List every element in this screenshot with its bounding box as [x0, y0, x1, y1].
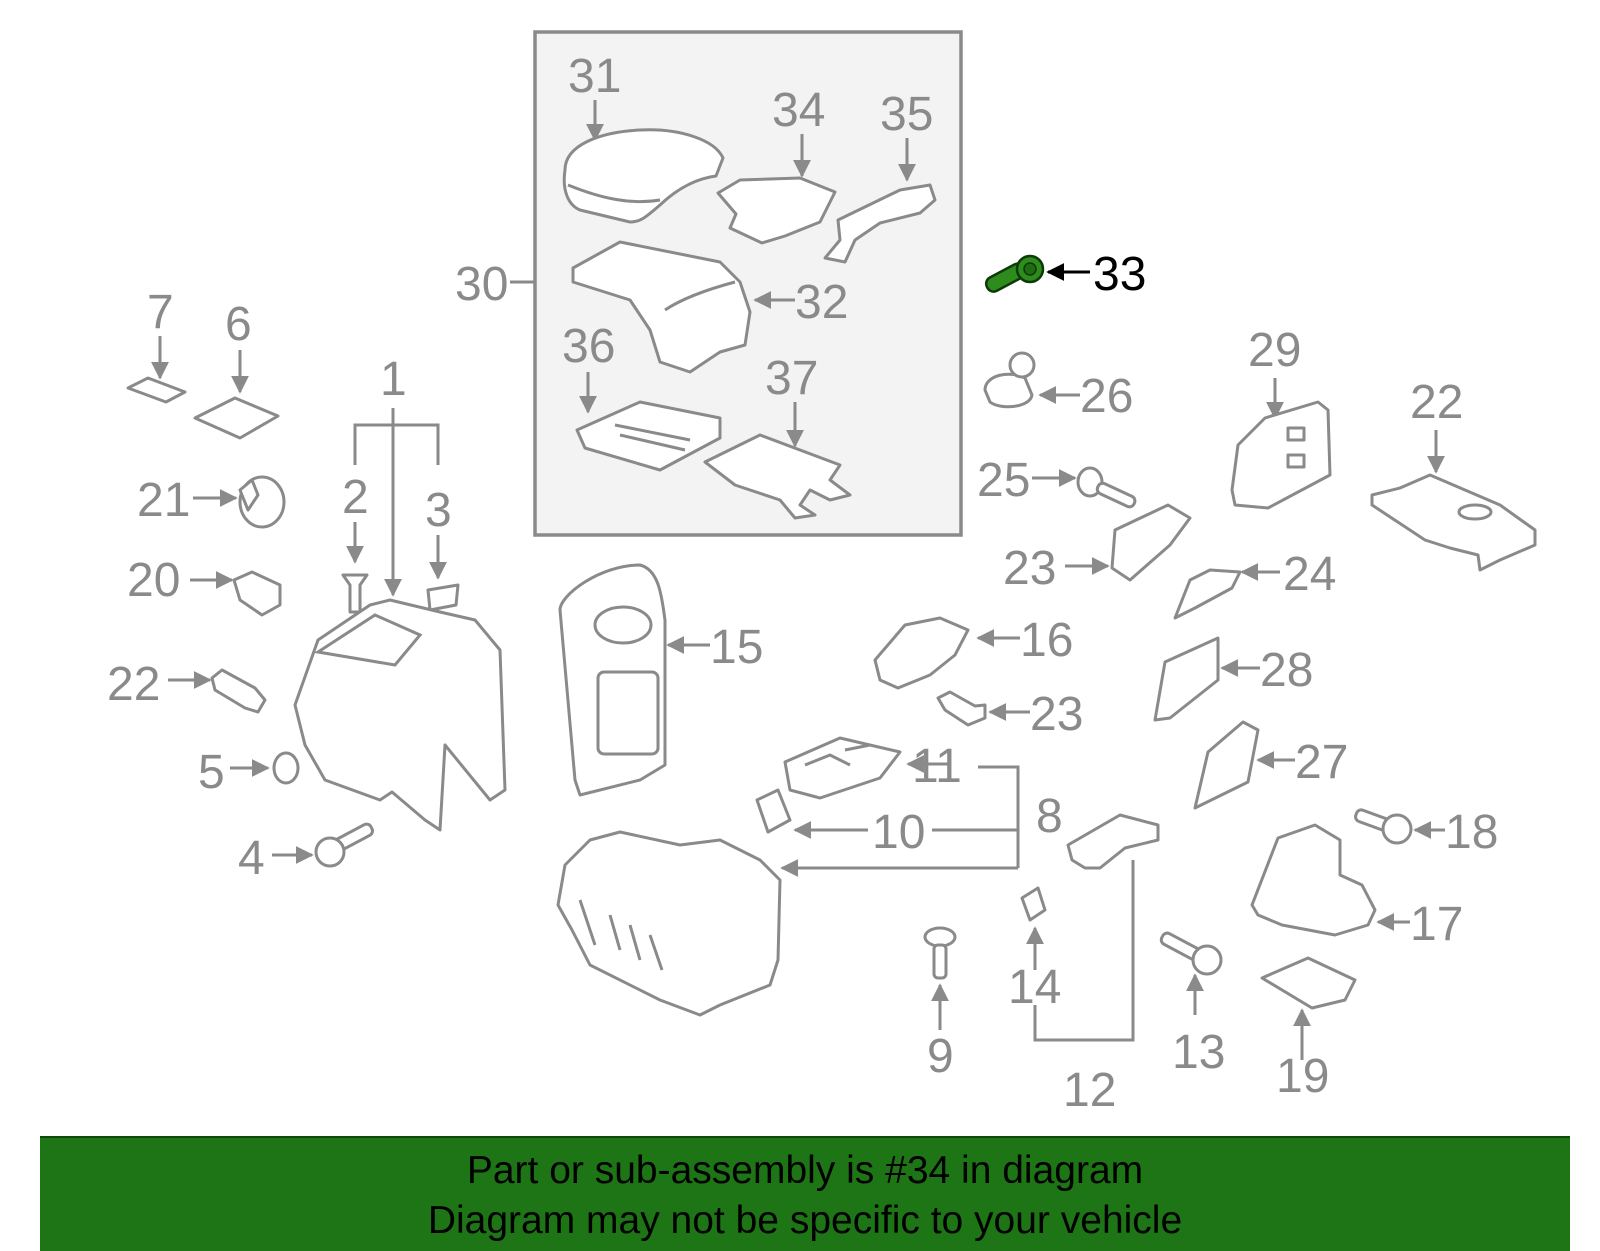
- banner-line-2: Diagram may not be specific to your vehi…: [427, 1199, 1183, 1242]
- callout-3[interactable]: 3: [425, 484, 452, 537]
- bolt-4-part[interactable]: [314, 822, 374, 868]
- callout-26[interactable]: 25: [977, 454, 1030, 507]
- callout-36[interactable]: 35: [880, 88, 933, 141]
- armrest-lid-part[interactable]: [562, 128, 725, 224]
- console-bin-8-part[interactable]: [556, 830, 782, 1017]
- oring-5-part[interactable]: [272, 751, 300, 785]
- pad-6-part[interactable]: [193, 396, 280, 440]
- callout-30[interactable]: 29: [1248, 324, 1301, 377]
- pad-10-part[interactable]: [755, 788, 792, 834]
- callout-31[interactable]: 30: [455, 258, 508, 311]
- callout-7[interactable]: 7: [147, 286, 174, 339]
- callout-6[interactable]: 6: [225, 298, 252, 351]
- callout-10[interactable]: 10: [872, 806, 925, 859]
- screw-9-part[interactable]: [923, 926, 957, 980]
- banner-text: Part or sub-assembly is #34 in diagram D…: [40, 1146, 1570, 1246]
- callout-17[interactable]: 17: [1410, 898, 1463, 951]
- callout-15[interactable]: 15: [710, 621, 763, 674]
- clip-20-part[interactable]: [232, 570, 282, 617]
- clip-14-part[interactable]: [1020, 886, 1047, 922]
- callout-18[interactable]: 18: [1445, 806, 1498, 859]
- armrest-base-part[interactable]: [571, 240, 752, 374]
- pad-19-part[interactable]: [1260, 956, 1357, 1010]
- retainer-23-left-part[interactable]: [210, 668, 267, 714]
- push-pin-2-part[interactable]: [341, 573, 369, 614]
- info-banner: Part or sub-assembly is #34 in diagram D…: [40, 1136, 1570, 1251]
- callout-9[interactable]: 9: [927, 1030, 954, 1083]
- callout-25[interactable]: 23: [1003, 542, 1056, 595]
- callout-4[interactable]: 4: [238, 832, 265, 885]
- callout-21[interactable]: 21: [137, 474, 190, 527]
- callout-24[interactable]: 26: [1080, 370, 1133, 423]
- console-frame-1-part[interactable]: [293, 598, 507, 832]
- switch-25-part[interactable]: [1110, 503, 1192, 582]
- storage-bin-part[interactable]: [703, 433, 852, 520]
- callout-1[interactable]: 1: [380, 353, 407, 406]
- callout-38[interactable]: 37: [765, 352, 818, 405]
- callout-12[interactable]: 12: [1063, 1064, 1116, 1117]
- handle-16-part[interactable]: [873, 616, 970, 690]
- banner-line-1: Part or sub-assembly is #34 in diagram: [466, 1149, 1144, 1192]
- bracket-12-part[interactable]: [1066, 813, 1160, 870]
- callout-27[interactable]: 24: [1283, 548, 1336, 601]
- callout-5[interactable]: 5: [198, 746, 225, 799]
- callout-29[interactable]: 28: [1260, 644, 1313, 697]
- screw-26-part[interactable]: [1076, 466, 1137, 509]
- bolt-18-part[interactable]: [1354, 808, 1413, 845]
- callout-35[interactable]: 34: [772, 84, 825, 137]
- lid-plate-part[interactable]: [716, 176, 837, 245]
- callout-37[interactable]: 36: [562, 320, 615, 373]
- callout-23-right[interactable]: 23: [1030, 688, 1083, 741]
- mat-11-part[interactable]: [783, 736, 902, 800]
- cupholder-17-part[interactable]: [1250, 823, 1377, 937]
- callout-19[interactable]: 19: [1276, 1050, 1329, 1103]
- callout-23-left[interactable]: 22: [107, 658, 160, 711]
- storage-tray-part[interactable]: [575, 400, 722, 472]
- hinge-bracket-part[interactable]: [823, 183, 937, 264]
- callout-22[interactable]: 22: [1410, 376, 1463, 429]
- callout-8[interactable]: 8: [1036, 790, 1063, 843]
- retainer-23-right-part[interactable]: [936, 690, 987, 727]
- bolt-34-part[interactable]: [984, 254, 1045, 294]
- pad-7-part[interactable]: [126, 376, 187, 404]
- module-30-part[interactable]: [1230, 400, 1332, 510]
- panel-28-part[interactable]: [1193, 720, 1260, 810]
- bolt-13-part[interactable]: [1159, 931, 1223, 976]
- clip-27-part[interactable]: [1173, 568, 1242, 620]
- clip-3-part[interactable]: [426, 583, 460, 612]
- bracket-22-part[interactable]: [1370, 473, 1537, 572]
- callout-2[interactable]: 2: [342, 471, 369, 524]
- callout-13[interactable]: 13: [1172, 1026, 1225, 1079]
- callout-32[interactable]: 31: [568, 50, 621, 103]
- callout-16[interactable]: 16: [1020, 614, 1073, 667]
- panel-29-part[interactable]: [1153, 636, 1220, 722]
- callout-20[interactable]: 20: [127, 554, 180, 607]
- callout-11[interactable]: 11: [912, 740, 962, 793]
- callout-28[interactable]: 27: [1295, 736, 1348, 789]
- callout-33[interactable]: 32: [795, 276, 848, 329]
- callout-34[interactable]: 33: [1093, 248, 1146, 301]
- clip-24-part[interactable]: [983, 372, 1034, 409]
